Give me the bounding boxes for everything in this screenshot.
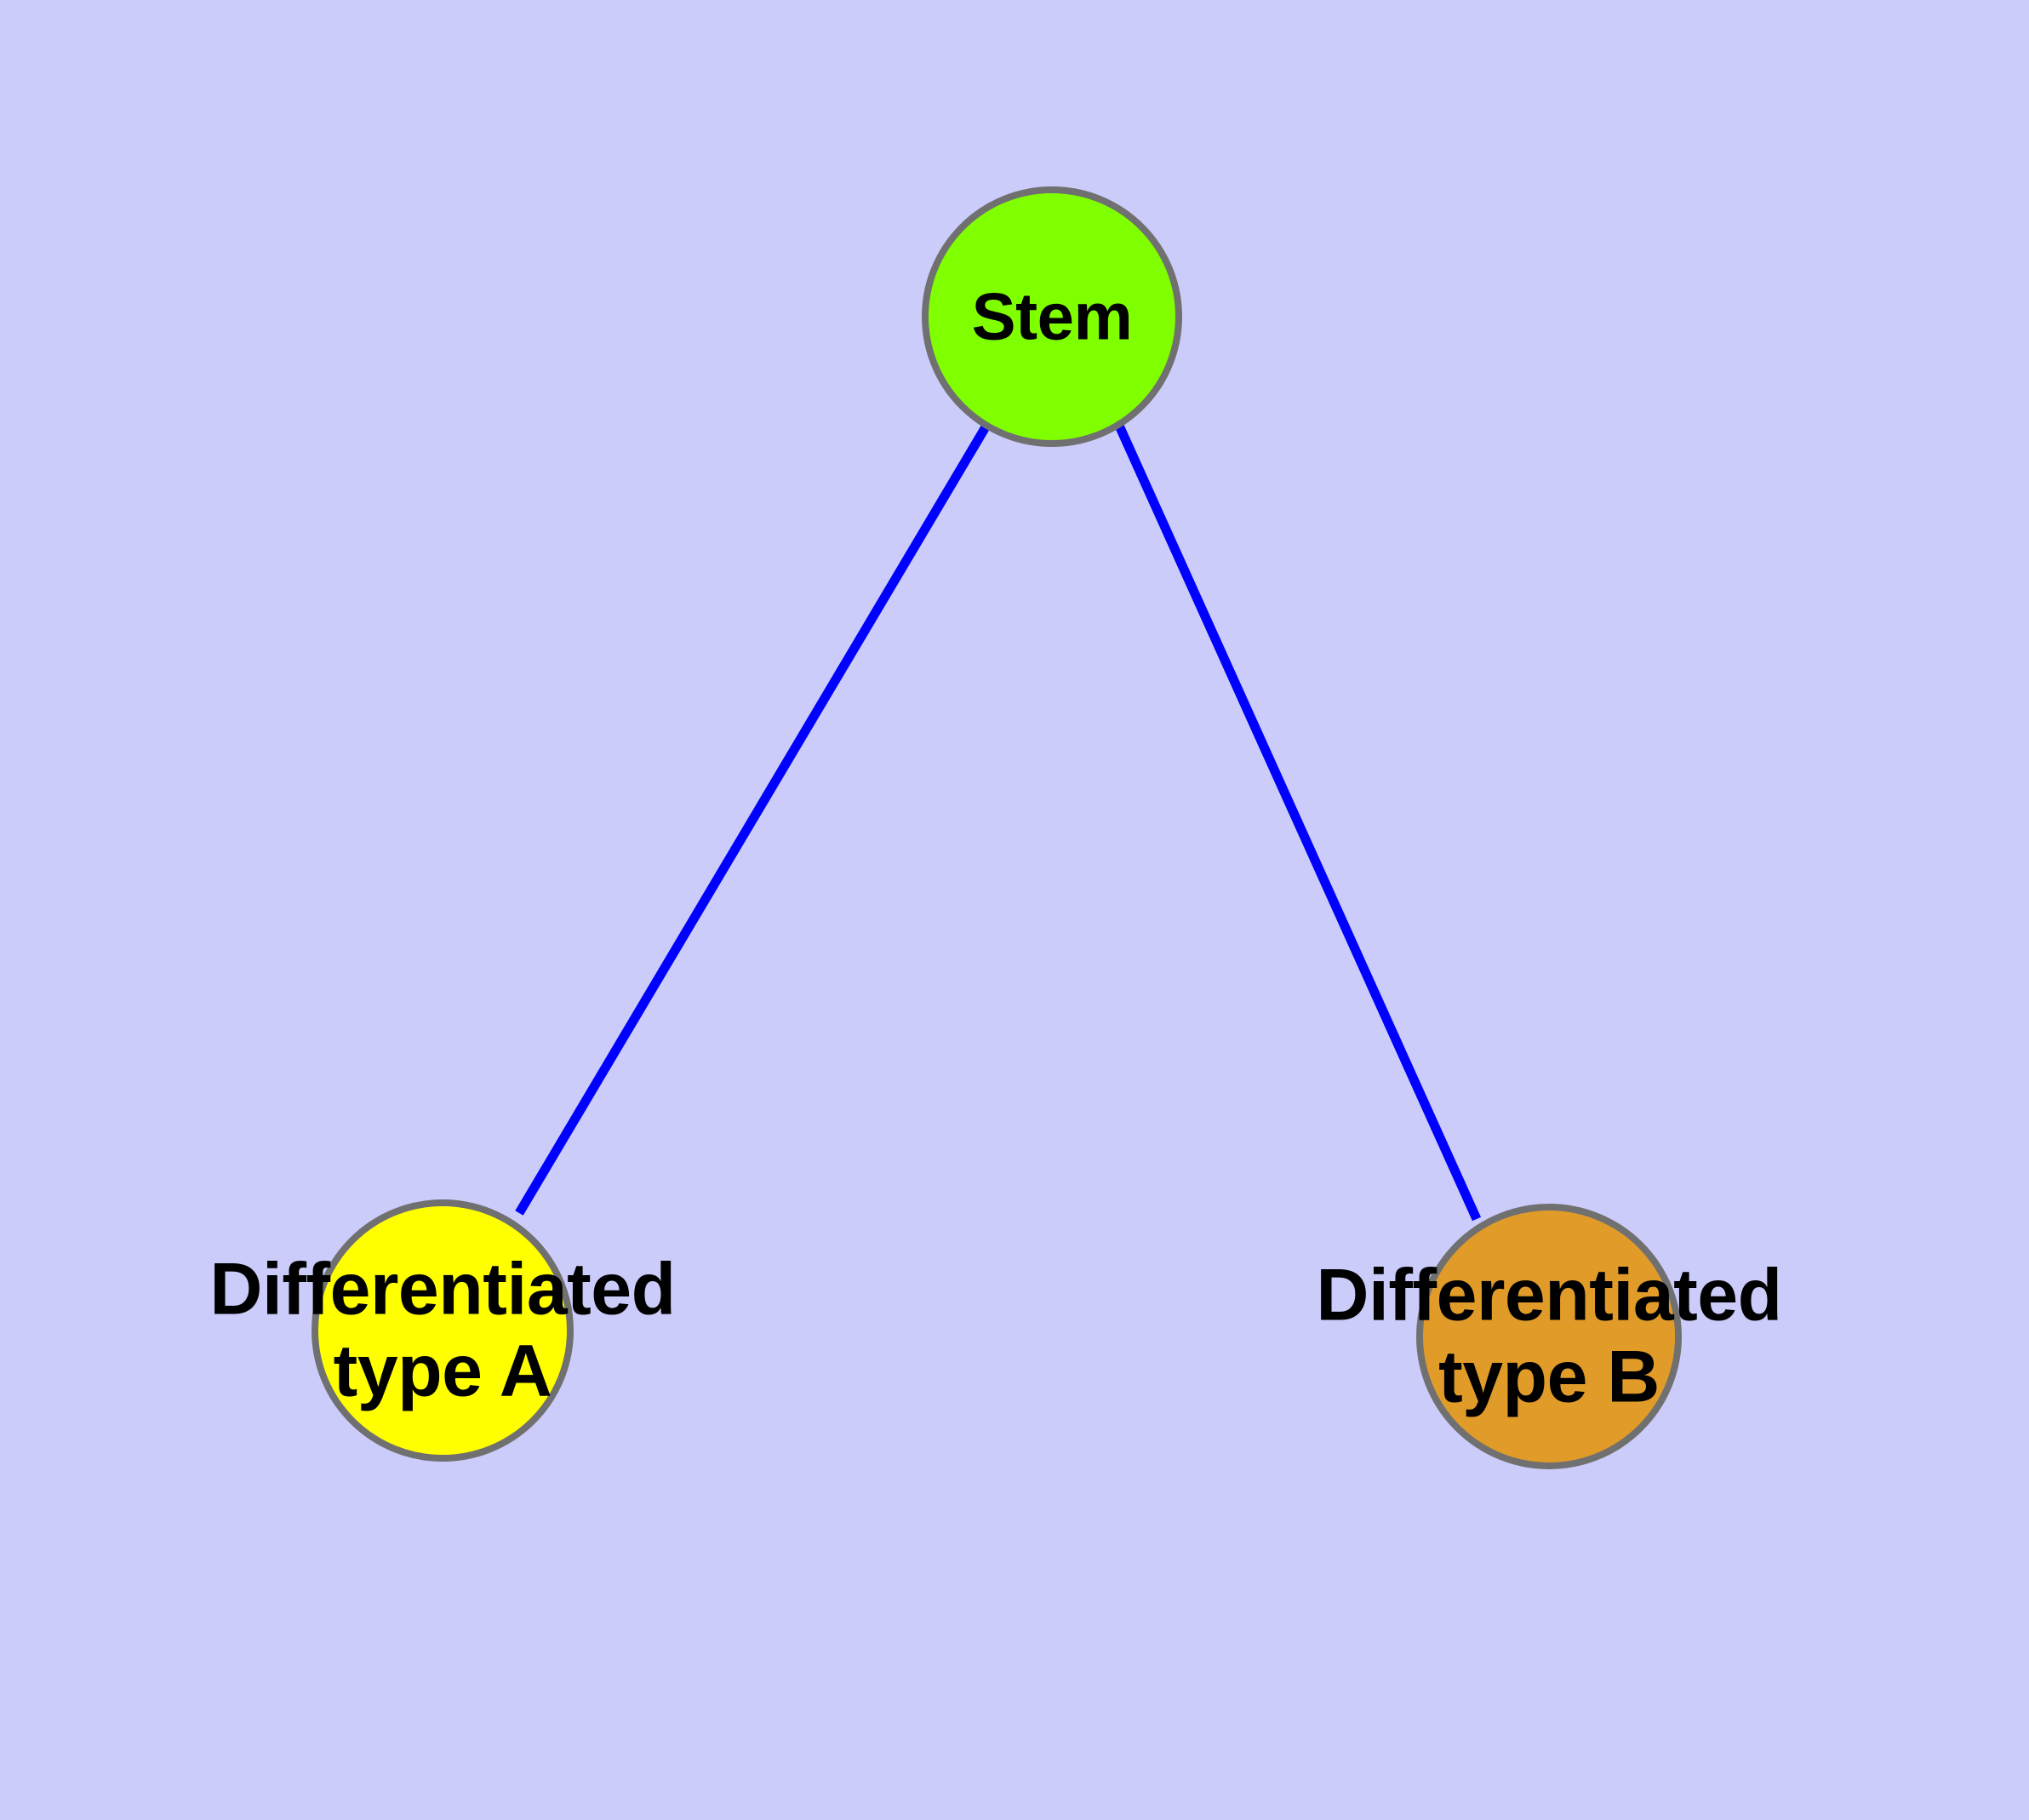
graph-node-stem[interactable] [922, 186, 1182, 447]
edge-layer [515, 423, 1482, 1222]
node-layer [311, 186, 1682, 1469]
graph-edge-stem-to-diff-b[interactable] [1114, 423, 1482, 1222]
graph-node-diff-a[interactable] [311, 1199, 574, 1462]
graph-edge-stem-to-diff-a[interactable] [515, 423, 991, 1216]
graph-node-diff-b[interactable] [1416, 1204, 1682, 1469]
